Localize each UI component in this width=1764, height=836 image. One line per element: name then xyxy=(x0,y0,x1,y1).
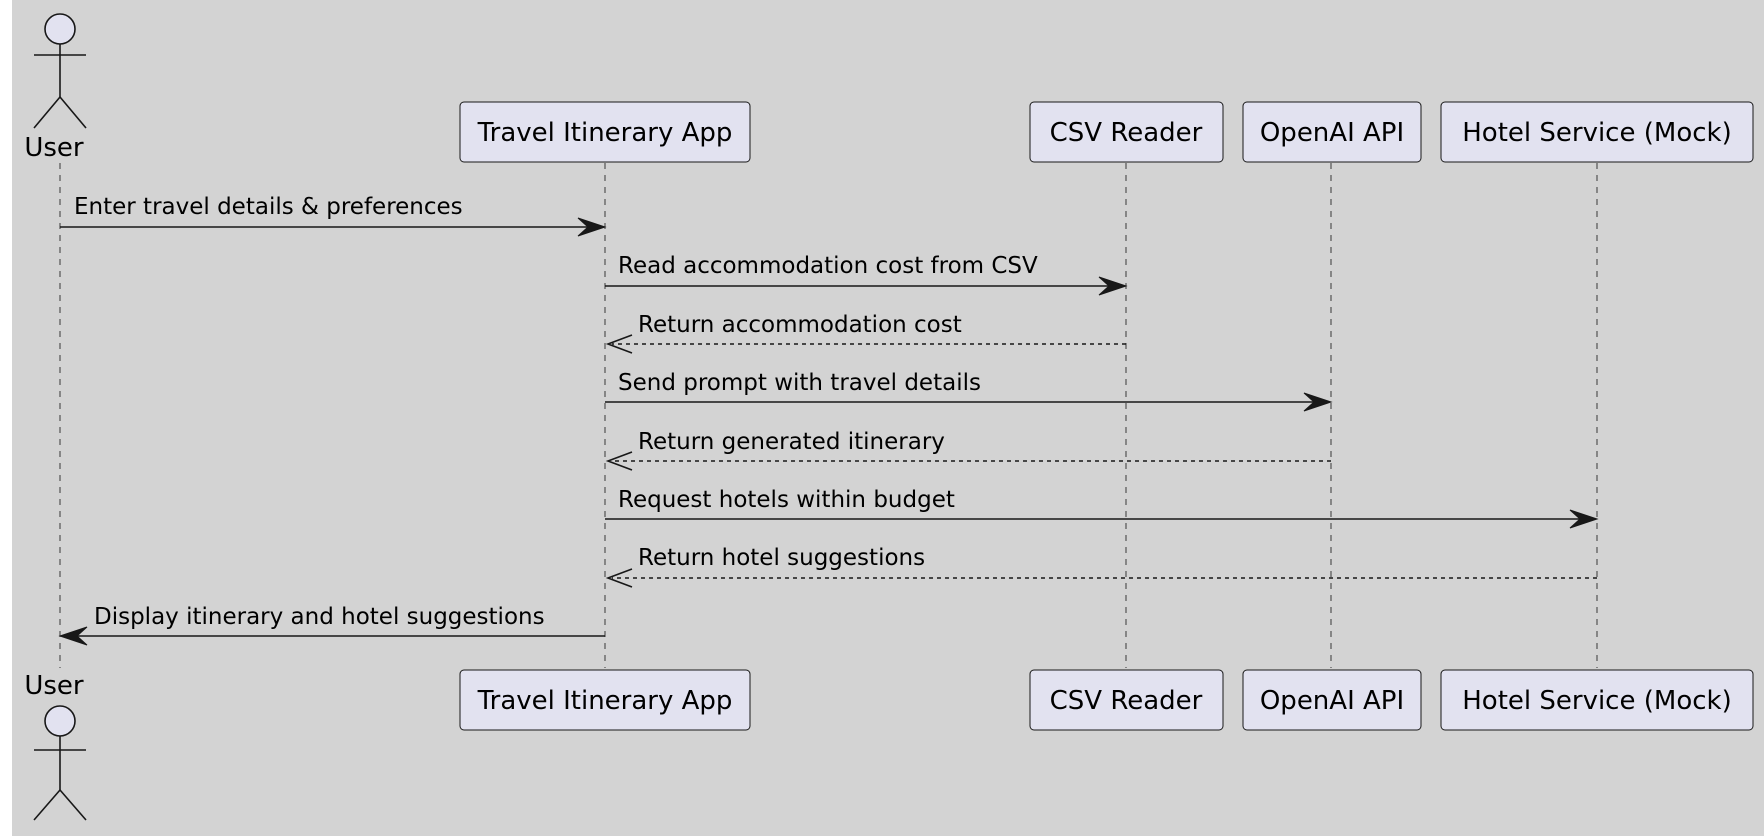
message-label: Display itinerary and hotel suggestions xyxy=(94,604,545,630)
message-arrowhead xyxy=(1569,509,1599,529)
message-arrowhead xyxy=(605,568,633,588)
message-arrowhead xyxy=(577,217,607,237)
message-5: Return generated itinerary xyxy=(605,429,1331,471)
message-arrowhead xyxy=(605,451,633,471)
actor-left-leg xyxy=(33,96,61,129)
participant-box xyxy=(1029,669,1224,731)
message-label: Enter travel details & preferences xyxy=(74,194,463,220)
participant-label: OpenAI API xyxy=(1260,686,1404,716)
participant-box xyxy=(1029,101,1224,163)
participant-box xyxy=(459,669,751,731)
lifelines xyxy=(59,163,1598,668)
actor-user-top: User xyxy=(24,13,87,163)
message-label: Read accommodation cost from CSV xyxy=(618,253,1038,279)
participant-box xyxy=(1440,101,1754,163)
messages: Enter travel details & preferences Read … xyxy=(58,194,1599,646)
actor-right-leg xyxy=(59,789,87,821)
actor-right-leg xyxy=(59,96,87,129)
message-arrowhead xyxy=(605,334,633,354)
participant-label: CSV Reader xyxy=(1050,686,1203,716)
participant-csv-bottom: CSV Reader xyxy=(1029,669,1224,731)
actor-label-top: User xyxy=(24,133,84,163)
participant-label: Travel Itinerary App xyxy=(477,118,733,148)
message-arrowhead xyxy=(1098,276,1128,296)
message-label: Return hotel suggestions xyxy=(638,545,925,571)
participant-label: Travel Itinerary App xyxy=(477,686,733,716)
message-1: Enter travel details & preferences xyxy=(60,194,607,237)
participant-box xyxy=(1242,669,1422,731)
message-arrowhead xyxy=(58,626,88,646)
message-label: Request hotels within budget xyxy=(618,487,955,513)
message-arrowhead xyxy=(1303,392,1333,412)
participant-label: CSV Reader xyxy=(1050,118,1203,148)
participant-openai-bottom: OpenAI API xyxy=(1242,669,1422,731)
participant-label: Hotel Service (Mock) xyxy=(1462,686,1731,716)
message-6: Request hotels within budget xyxy=(605,487,1599,529)
actor-head xyxy=(44,13,76,45)
actor-head xyxy=(44,705,76,737)
participant-csv-top: CSV Reader xyxy=(1029,101,1224,163)
participant-box xyxy=(1242,101,1422,163)
message-label: Return generated itinerary xyxy=(638,429,945,455)
message-4: Send prompt with travel details xyxy=(605,370,1333,412)
message-label: Send prompt with travel details xyxy=(618,370,981,396)
actor-left-leg xyxy=(33,789,61,821)
participant-hotel-bottom: Hotel Service (Mock) xyxy=(1440,669,1754,731)
participant-box xyxy=(1440,669,1754,731)
participant-app-top: Travel Itinerary App xyxy=(459,101,751,163)
participant-openai-top: OpenAI API xyxy=(1242,101,1422,163)
message-2: Read accommodation cost from CSV xyxy=(605,253,1128,296)
participant-hotel-top: Hotel Service (Mock) xyxy=(1440,101,1754,163)
message-label: Return accommodation cost xyxy=(638,312,962,338)
participant-app-bottom: Travel Itinerary App xyxy=(459,669,751,731)
actor-user-bottom: User xyxy=(24,671,87,821)
participant-box xyxy=(459,101,751,163)
message-8: Display itinerary and hotel suggestions xyxy=(58,604,605,646)
participant-label: Hotel Service (Mock) xyxy=(1462,118,1731,148)
message-3: Return accommodation cost xyxy=(605,312,1126,354)
actor-label-bottom: User xyxy=(24,671,84,701)
message-7: Return hotel suggestions xyxy=(605,545,1597,588)
participant-label: OpenAI API xyxy=(1260,118,1404,148)
